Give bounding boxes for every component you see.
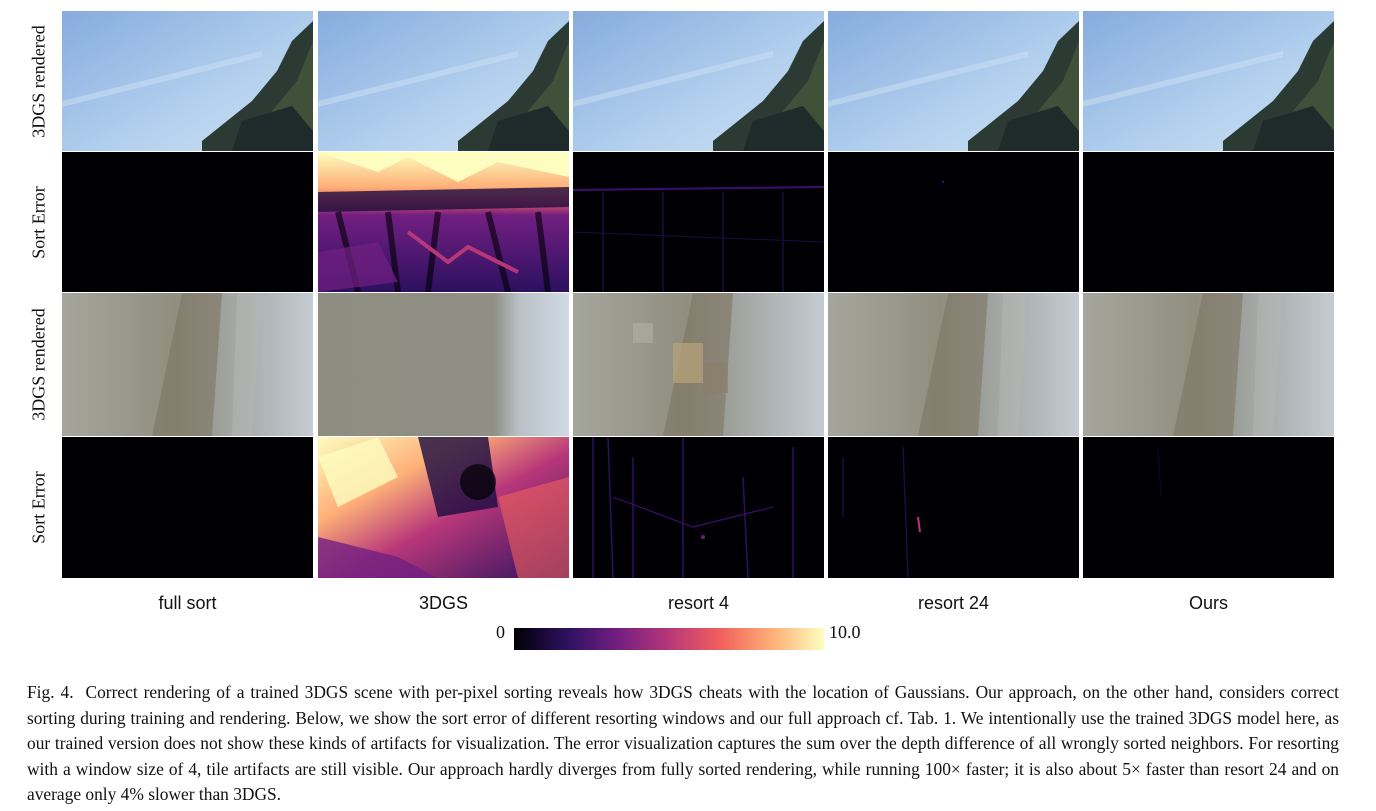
- image-sky-3dgs: [318, 11, 569, 151]
- image-sky-full-sort: [62, 11, 313, 151]
- column-label-3dgs: 3DGS: [418, 593, 469, 613]
- row-label-4: Sort Error: [28, 471, 49, 544]
- column-label-resort-24: resort 24: [917, 593, 990, 613]
- error-map-full-sort: [62, 152, 313, 292]
- figure-caption: Fig. 4. Correct rendering of a trained 3…: [27, 680, 1339, 808]
- image-wall-full-sort: [62, 293, 313, 436]
- image-wall-resort-24: [828, 293, 1079, 436]
- error-map-3dgs: [318, 152, 569, 292]
- error-map-resort-4: [573, 152, 824, 292]
- error-map-resort-24-2: [828, 437, 1079, 578]
- error-map-ours: [1083, 152, 1334, 292]
- image-wall-3dgs: [318, 293, 569, 436]
- image-wall-resort-4: [573, 293, 824, 436]
- caption-text: Correct rendering of a trained 3DGS scen…: [27, 682, 1339, 805]
- row-label-1: 3DGS rendered: [28, 24, 49, 138]
- image-sky-resort-4: [573, 11, 824, 151]
- colorbar-max-label: 10.0: [829, 622, 861, 642]
- image-wall-ours: [1083, 293, 1334, 436]
- error-map-3dgs-2: [318, 437, 569, 578]
- column-label-resort-4: resort 4: [667, 593, 730, 613]
- error-map-ours-2: [1083, 437, 1334, 578]
- figure-4: 3DGS rendered Sort Error 3DGS rendered S…: [28, 11, 1334, 650]
- figure-number: Fig. 4.: [27, 682, 74, 702]
- column-label-ours: Ours: [1188, 593, 1228, 613]
- colorbar-min-label: 0: [496, 622, 505, 642]
- column-label-full-sort: full sort: [158, 593, 217, 613]
- error-map-resort-24: [828, 152, 1079, 292]
- error-map-full-sort-2: [62, 437, 313, 578]
- image-sky-resort-24: [828, 11, 1079, 151]
- error-map-resort-4-2: [573, 437, 824, 578]
- row-label-3: 3DGS rendered: [28, 308, 49, 421]
- image-sky-ours: [1083, 11, 1334, 151]
- colorbar: [514, 628, 824, 650]
- row-label-2: Sort Error: [28, 185, 49, 259]
